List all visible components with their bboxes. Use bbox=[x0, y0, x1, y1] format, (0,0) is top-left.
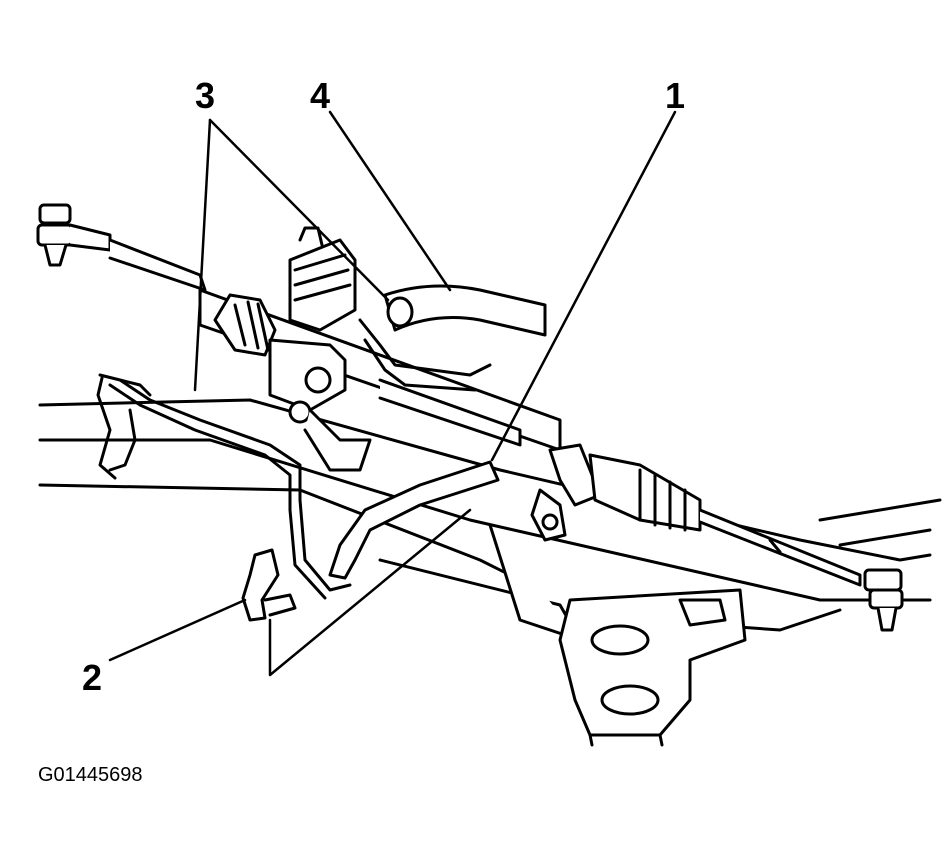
left-tie-rod-end bbox=[36, 203, 207, 292]
right-boot bbox=[588, 453, 702, 532]
pinion-nut bbox=[304, 366, 332, 394]
valve-body bbox=[268, 226, 372, 472]
right-rack-end bbox=[530, 443, 862, 587]
callout-2: 2 bbox=[82, 657, 103, 698]
leader-1 bbox=[490, 110, 677, 462]
mount-bolt bbox=[288, 400, 312, 424]
leader-2 bbox=[108, 598, 247, 662]
callout-3: 3 bbox=[195, 75, 216, 116]
leader-lines bbox=[108, 110, 677, 677]
leader-2-bracket bbox=[268, 508, 472, 677]
callout-4: 4 bbox=[310, 75, 331, 116]
lower-bracket bbox=[558, 588, 747, 747]
hose-clip bbox=[241, 548, 297, 622]
fluid-lines bbox=[96, 318, 492, 600]
leader-3b bbox=[208, 118, 390, 302]
bushing-lower bbox=[600, 684, 660, 716]
bushing-upper bbox=[590, 624, 650, 656]
right-tie-rod-end bbox=[863, 568, 904, 632]
return-hose bbox=[328, 460, 500, 580]
leader-3a bbox=[193, 118, 212, 392]
upper-hose bbox=[383, 284, 547, 337]
leader-4 bbox=[328, 110, 452, 292]
figure-id: G01445698 bbox=[38, 764, 143, 786]
callout-1: 1 bbox=[665, 75, 686, 116]
